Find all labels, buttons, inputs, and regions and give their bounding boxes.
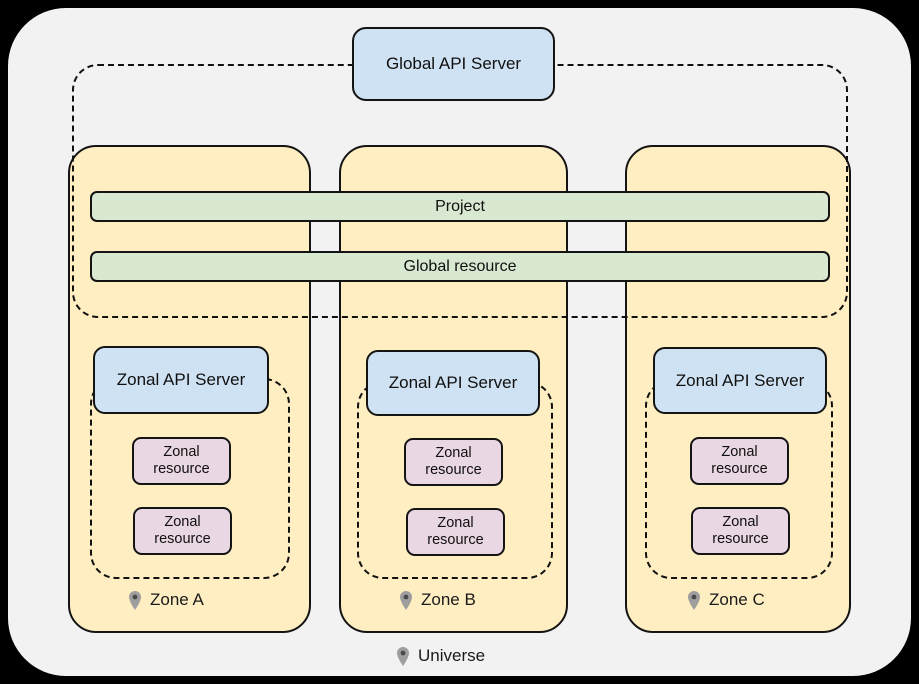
zone-label-b: Zone B — [399, 590, 476, 610]
location-pin-icon — [687, 590, 701, 610]
universe-label: Universe — [396, 646, 485, 666]
resource-label-line1: Zonal — [721, 443, 758, 460]
zone-label-a: Zone A — [128, 590, 204, 610]
resource-label-line1: Zonal — [722, 513, 759, 530]
zone-label-text: Zone C — [709, 590, 765, 609]
zone-label-text: Zone A — [150, 590, 204, 609]
zonal-api-server-node-c[interactable]: Zonal API Server — [653, 347, 827, 414]
resource-label-line2: resource — [711, 461, 768, 477]
zonal-resource-node-c1[interactable]: Zonal resource — [690, 437, 789, 485]
resource-label-line1: Zonal — [164, 513, 201, 530]
zonal-api-server-node-a[interactable]: Zonal API Server — [93, 346, 269, 414]
resource-label-line1: Zonal — [163, 443, 200, 460]
resource-label-line2: resource — [153, 461, 210, 477]
location-pin-icon — [399, 590, 413, 610]
zone-label-c: Zone C — [687, 590, 765, 610]
location-pin-icon — [128, 590, 142, 610]
global-bar-project[interactable]: Project — [90, 191, 830, 222]
resource-label-line2: resource — [154, 531, 211, 547]
global-api-server-node[interactable]: Global API Server — [352, 27, 555, 101]
resource-label-line2: resource — [427, 532, 484, 548]
resource-label-line1: Zonal — [435, 444, 472, 461]
zonal-resource-node-a2[interactable]: Zonal resource — [133, 507, 232, 555]
zonal-resource-node-b1[interactable]: Zonal resource — [404, 438, 503, 486]
zonal-resource-node-c2[interactable]: Zonal resource — [691, 507, 790, 555]
resource-label-line2: resource — [712, 531, 769, 547]
zonal-api-server-node-b[interactable]: Zonal API Server — [366, 350, 540, 416]
resource-label-line1: Zonal — [437, 514, 474, 531]
location-pin-icon — [396, 646, 410, 666]
zonal-resource-node-a1[interactable]: Zonal resource — [132, 437, 231, 485]
zonal-resource-node-b2[interactable]: Zonal resource — [406, 508, 505, 556]
global-bar-global-resource[interactable]: Global resource — [90, 251, 830, 282]
universe-label-text: Universe — [418, 646, 486, 665]
zone-label-text: Zone B — [421, 590, 476, 609]
resource-label-line2: resource — [425, 462, 482, 478]
